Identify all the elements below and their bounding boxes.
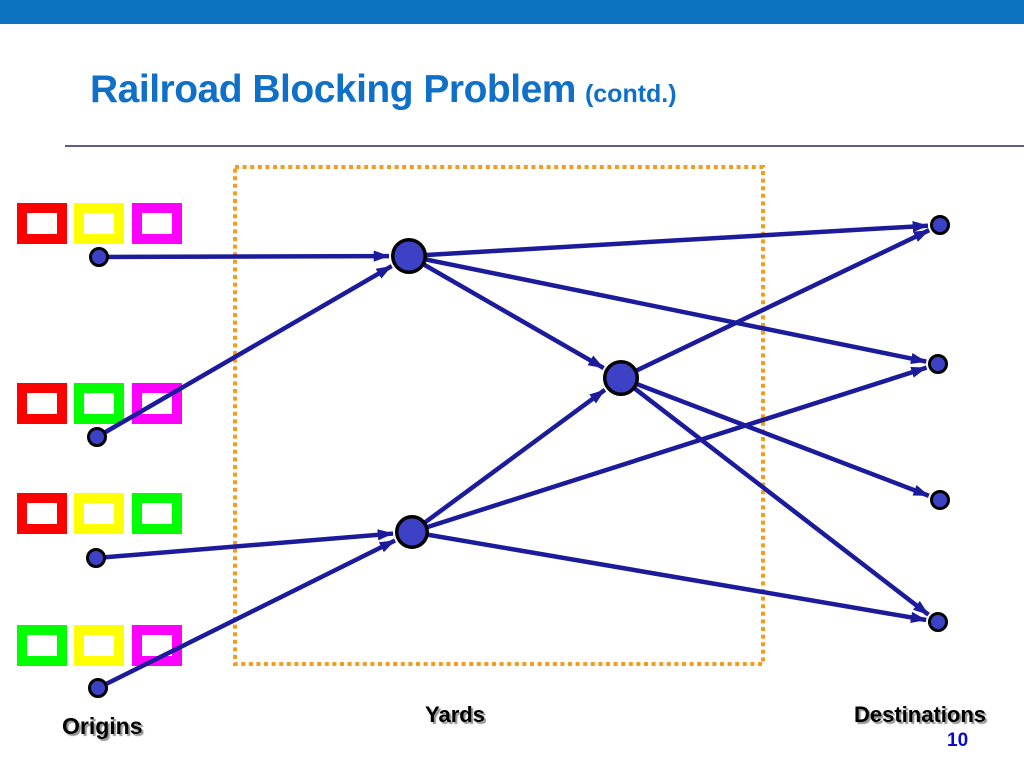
origins-label: Origins — [62, 713, 143, 739]
yards-dashed-boundary — [233, 165, 765, 666]
yard-node-Y1 — [391, 238, 427, 274]
destination-dot-D1 — [930, 215, 950, 235]
destinations-label: Destinations — [854, 702, 987, 727]
origin-box-group4-1 — [17, 625, 67, 666]
edge-Y1-D2 — [408, 253, 927, 365]
edge-Y1-Y2 — [407, 254, 605, 370]
origin-dot-O2 — [87, 427, 107, 447]
destination-dot-D2 — [928, 354, 948, 374]
edge-Y3-D2 — [411, 365, 928, 535]
edge-Y1-D1 — [408, 220, 929, 259]
edge-Y2-D1 — [620, 228, 931, 381]
origin-dot-O4 — [88, 678, 108, 698]
edge-O4-Y3 — [96, 538, 396, 691]
origin-dot-O3 — [86, 548, 106, 568]
origin-box-group2-2 — [74, 383, 124, 424]
origin-box-group3-2 — [74, 493, 124, 534]
edge-O2-Y1 — [95, 264, 393, 439]
edge-Y2-D3 — [620, 375, 930, 498]
origin-box-group1-2 — [74, 203, 124, 244]
origin-box-group3-3 — [132, 493, 182, 534]
origin-box-group3-1 — [17, 493, 67, 534]
slide-title-text: Railroad Blocking Problem — [90, 68, 576, 111]
origin-box-group4-3 — [132, 625, 182, 666]
yard-node-Y3 — [395, 515, 429, 549]
edge-O3-Y3 — [95, 529, 394, 561]
destination-dot-D3 — [930, 490, 950, 510]
edge-Y3-D4 — [411, 529, 927, 623]
destination-dot-D4 — [928, 612, 948, 632]
origin-dot-O1 — [89, 247, 109, 267]
edge-Y2-D4 — [619, 376, 930, 617]
origin-box-group2-1 — [17, 383, 67, 424]
origin-box-group4-2 — [74, 625, 124, 666]
origin-box-group1-1 — [17, 203, 67, 244]
yards-label: Yards — [425, 702, 485, 727]
top-accent-bar — [0, 0, 1024, 24]
yard-node-Y2 — [603, 360, 639, 396]
slide-title: Railroad Blocking Problem (contd.) — [90, 68, 677, 112]
edge-Y3-Y2 — [410, 388, 607, 534]
edge-O1-Y1 — [98, 250, 390, 262]
page-number: 10 — [947, 730, 969, 751]
origin-box-group1-3 — [132, 203, 182, 244]
slide-title-suffix: (contd.) — [584, 80, 677, 108]
title-divider — [65, 145, 1024, 147]
